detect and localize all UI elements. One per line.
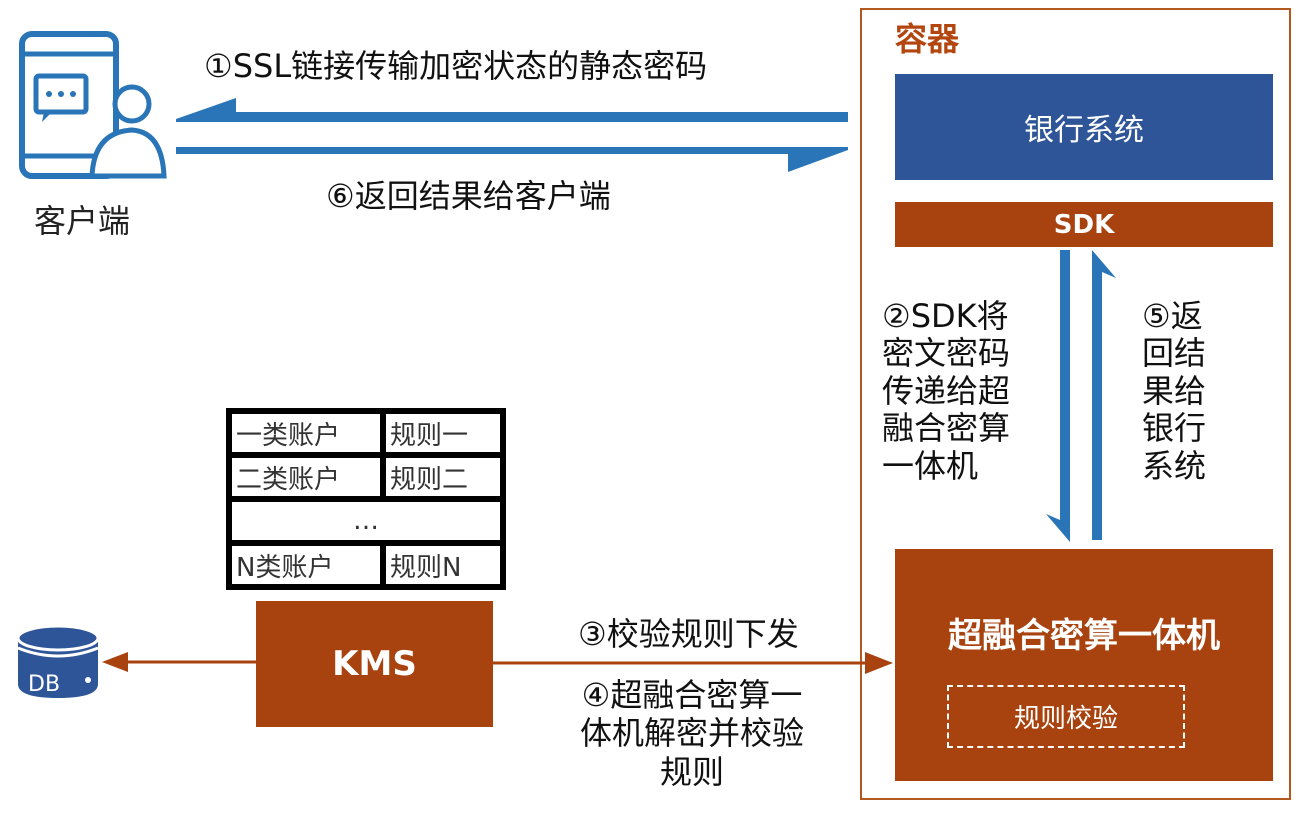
- step1-label: ①SSL链接传输加密状态的静态密码: [204, 47, 708, 85]
- top-arrows: [176, 98, 848, 172]
- table-row: 二类账户 规则二: [229, 455, 503, 499]
- hyper-machine-label: 超融合密算一体机: [948, 616, 1220, 656]
- step2-line: 传递给超: [882, 371, 1011, 410]
- bank-system-label: 银行系统: [1024, 113, 1144, 148]
- rule-check-box: 规则校验: [947, 685, 1185, 748]
- step5-line: 系统: [1142, 446, 1207, 485]
- step2-line: 融合密算: [882, 409, 1011, 448]
- step5-line: 银行: [1142, 409, 1207, 448]
- table-cell: N类账户: [229, 543, 383, 587]
- kms-db-arrow: [102, 652, 256, 672]
- kms-hyper-arrow: [493, 652, 893, 674]
- sdk-box: SDK: [895, 202, 1273, 247]
- container-box: [860, 8, 1291, 800]
- step4-line: 规则: [660, 752, 725, 791]
- step2-line: 一体机: [882, 446, 979, 485]
- table-cell: 规则N: [382, 543, 503, 587]
- table-row: 一类账户 规则一: [229, 411, 503, 455]
- kms-box: KMS: [256, 601, 493, 727]
- step2-label: ②SDK将 密文密码 传递给超 融合密算 一体机: [882, 297, 1011, 485]
- vertical-arrows: [1046, 250, 1116, 542]
- database-icon: [16, 624, 100, 698]
- table-row: N类账户 规则N: [229, 543, 503, 587]
- hyper-machine-box: [895, 549, 1273, 781]
- step5-label: ⑤返 回结 果给 银行 系统: [1142, 297, 1207, 485]
- table-cell: 规则一: [382, 411, 503, 455]
- rules-table: 一类账户 规则一 二类账户 规则二 … N类账户 规则N: [226, 408, 506, 590]
- table-cell: 二类账户: [229, 455, 383, 499]
- sdk-label: SDK: [1053, 209, 1115, 240]
- step5-line: ⑤返: [1142, 297, 1203, 335]
- step3-label: ③校验规则下发: [578, 615, 799, 653]
- step2-line: 密文密码: [882, 334, 1011, 373]
- kms-label: KMS: [332, 644, 417, 684]
- client-label: 客户端: [34, 202, 131, 240]
- client-user-icon: [19, 31, 167, 179]
- container-title: 容器: [895, 20, 960, 58]
- step4-line: ④超融合密算一: [581, 676, 803, 714]
- table-cell: 规则二: [382, 455, 503, 499]
- step5-line: 回结: [1142, 334, 1207, 373]
- step2-line: ②SDK将: [882, 297, 1009, 335]
- step4-label: ④超融合密算一 体机解密并校验 规则: [580, 676, 804, 791]
- table-row: …: [229, 499, 503, 543]
- rule-check-label: 规则校验: [1013, 704, 1118, 734]
- step5-line: 果给: [1142, 371, 1207, 410]
- step4-line: 体机解密并校验: [580, 714, 805, 753]
- table-cell: 一类账户: [229, 411, 383, 455]
- db-label: DB: [28, 672, 61, 697]
- step6-label: ⑥返回结果给客户端: [326, 177, 611, 215]
- table-cell: …: [229, 499, 503, 543]
- bank-system-box: 银行系统: [895, 74, 1273, 180]
